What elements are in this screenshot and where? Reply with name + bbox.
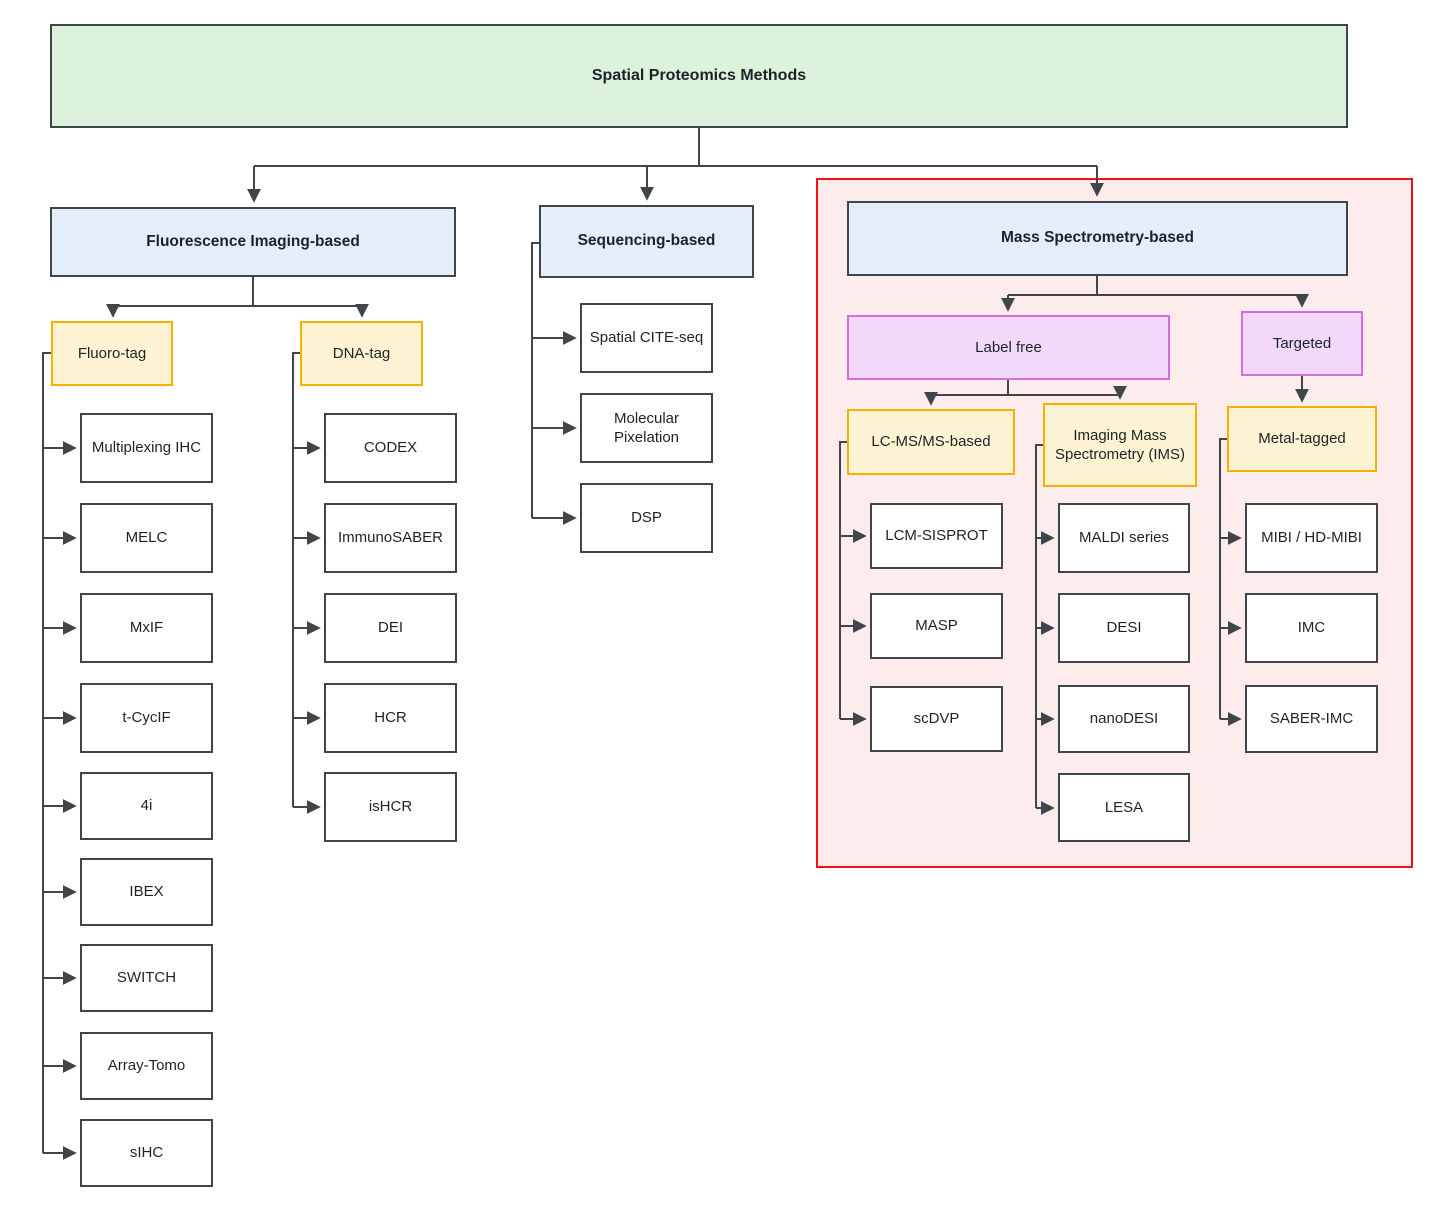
node-lcm-sisprot: LCM-SISPROT xyxy=(870,503,1003,569)
connector-fluoro-spine xyxy=(42,352,51,1153)
node-array-tomo: Array-Tomo xyxy=(80,1032,213,1100)
node-hcr: HCR xyxy=(324,683,457,753)
node-ishcr: isHCR xyxy=(324,772,457,842)
node-dna-tag: DNA-tag xyxy=(300,321,423,386)
connector-dna-spine xyxy=(292,352,300,807)
node-multiplexing-ihc: Multiplexing IHC xyxy=(80,413,213,483)
node-maldi-series: MALDI series xyxy=(1058,503,1190,573)
node-lc-ms-ms-based: LC-MS/MS-based xyxy=(847,409,1015,475)
node-spatial-cite-seq: Spatial CITE-seq xyxy=(580,303,713,373)
node-ibex: IBEX xyxy=(80,858,213,926)
node-nanodesi: nanoDESI xyxy=(1058,685,1190,753)
node-mass-spectrometry-based: Mass Spectrometry-based xyxy=(847,201,1348,276)
node-molecular-pixelation: Molecular Pixelation xyxy=(580,393,713,463)
node-metal-tagged: Metal-tagged xyxy=(1227,406,1377,472)
node-immunosaber: ImmunoSABER xyxy=(324,503,457,573)
node-targeted: Targeted xyxy=(1241,311,1363,376)
node-desi: DESI xyxy=(1058,593,1190,663)
node-spatial-proteomics-methods: Spatial Proteomics Methods xyxy=(50,24,1348,128)
node-mxif: MxIF xyxy=(80,593,213,663)
node-masp: MASP xyxy=(870,593,1003,659)
node-dsp: DSP xyxy=(580,483,713,553)
node-sihc: sIHC xyxy=(80,1119,213,1187)
node-saber-imc: SABER-IMC xyxy=(1245,685,1378,753)
node-imaging-mass-spectrometry: Imaging Mass Spectrometry (IMS) xyxy=(1043,403,1197,487)
node-fluoro-tag: Fluoro-tag xyxy=(51,321,173,386)
connector-seq-spine xyxy=(531,242,539,518)
node-codex: CODEX xyxy=(324,413,457,483)
node-scdvp: scDVP xyxy=(870,686,1003,752)
node-dei: DEI xyxy=(324,593,457,663)
node-melc: MELC xyxy=(80,503,213,573)
node-t-cycif: t-CycIF xyxy=(80,683,213,753)
node-switch: SWITCH xyxy=(80,944,213,1012)
node-fluorescence-imaging-based: Fluorescence Imaging-based xyxy=(50,207,456,277)
node-label-free: Label free xyxy=(847,315,1170,380)
node-imc: IMC xyxy=(1245,593,1378,663)
node-4i: 4i xyxy=(80,772,213,840)
node-sequencing-based: Sequencing-based xyxy=(539,205,754,278)
node-mibi-hd-mibi: MIBI / HD-MIBI xyxy=(1245,503,1378,573)
node-lesa: LESA xyxy=(1058,773,1190,842)
